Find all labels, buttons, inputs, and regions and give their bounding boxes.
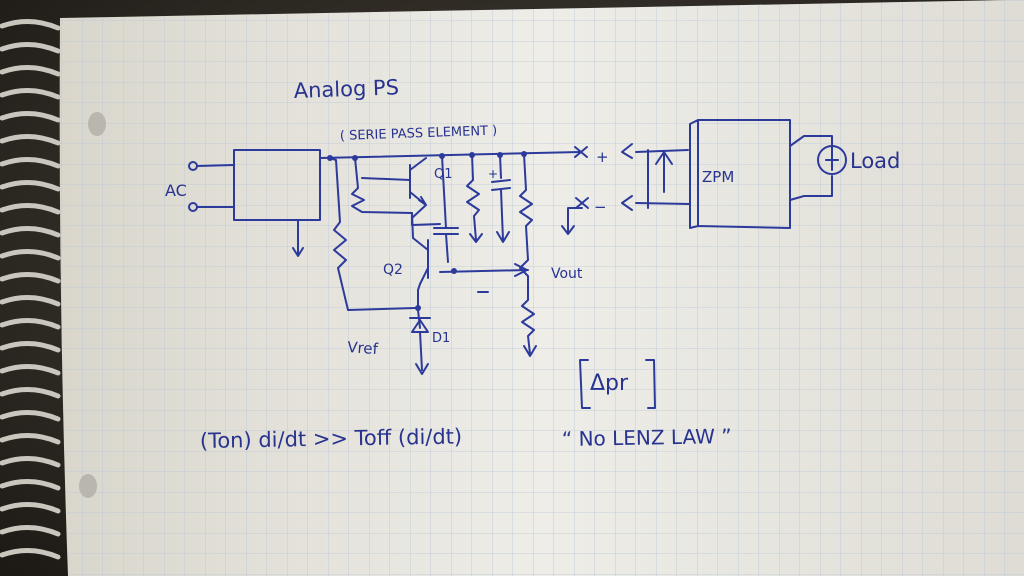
series-element-caption: ( SERIE PASS ELEMENT )	[340, 124, 498, 144]
spiral-coil	[0, 203, 61, 215]
spiral-coil	[0, 19, 61, 31]
spiral-coil	[0, 456, 61, 468]
spiral-coil	[0, 318, 61, 330]
resistor-r1	[329, 157, 416, 311]
spiral-coil	[0, 180, 61, 192]
spiral-coil	[0, 387, 61, 399]
circuit-diagram: +	[188, 119, 847, 409]
plus-label: +	[596, 148, 609, 166]
zener-d1	[409, 309, 431, 375]
load-symbol	[817, 145, 847, 175]
punch-hole	[79, 474, 97, 498]
spiral-coil	[0, 548, 61, 560]
minus-label: −	[594, 198, 607, 216]
d1-label: D1	[432, 331, 450, 346]
zpm-label: ZPM	[702, 168, 734, 186]
spiral-coil	[0, 525, 61, 537]
punch-hole	[88, 112, 106, 136]
ground-symbol	[292, 219, 304, 257]
spiral-coil	[0, 341, 61, 353]
spiral-coil	[0, 111, 61, 123]
formula-text: (Ton) di/dt >> Toff (di/dt)	[200, 424, 463, 453]
resistor-r3	[466, 154, 483, 243]
title-text: Analog PS	[293, 75, 399, 103]
vref-label: Vref	[347, 338, 380, 358]
spiral-coil	[0, 65, 61, 77]
spiral-coil	[0, 157, 61, 169]
resistor-r2	[351, 157, 413, 214]
zpm-block	[689, 119, 791, 229]
load-label: Load	[850, 149, 900, 173]
positive-rail	[319, 151, 581, 159]
q2-label: Q2	[383, 262, 403, 278]
spiral-coil	[0, 295, 61, 307]
wiper-arrow	[514, 263, 528, 277]
spiral-coil	[0, 410, 61, 422]
capacitor-c2	[491, 154, 511, 243]
svg-text:+: +	[488, 167, 498, 181]
spiral-binding	[0, 19, 61, 560]
zpm-arrow	[655, 151, 673, 193]
capacitor-c1	[433, 155, 459, 263]
divider-resistor	[519, 153, 537, 357]
delta-bracket	[579, 359, 656, 409]
q2-transistor	[411, 212, 529, 291]
spiral-coil	[0, 272, 61, 284]
rectifier-block	[233, 149, 321, 221]
q1-transistor	[361, 157, 427, 219]
spiral-coil	[0, 433, 61, 445]
spiral-coil	[0, 249, 61, 261]
spiral-coil	[0, 88, 61, 100]
delta-label: Δpr	[590, 371, 629, 396]
spiral-coil	[0, 479, 61, 491]
quote-text: “ No LENZ LAW ”	[562, 424, 732, 451]
spiral-coil	[0, 42, 61, 54]
ac-label: AC	[165, 181, 187, 200]
vout-label: Vout	[551, 266, 583, 282]
spiral-coil	[0, 364, 61, 376]
spiral-coil	[0, 502, 61, 514]
spiral-coil	[0, 226, 61, 238]
spiral-coil	[0, 134, 61, 146]
